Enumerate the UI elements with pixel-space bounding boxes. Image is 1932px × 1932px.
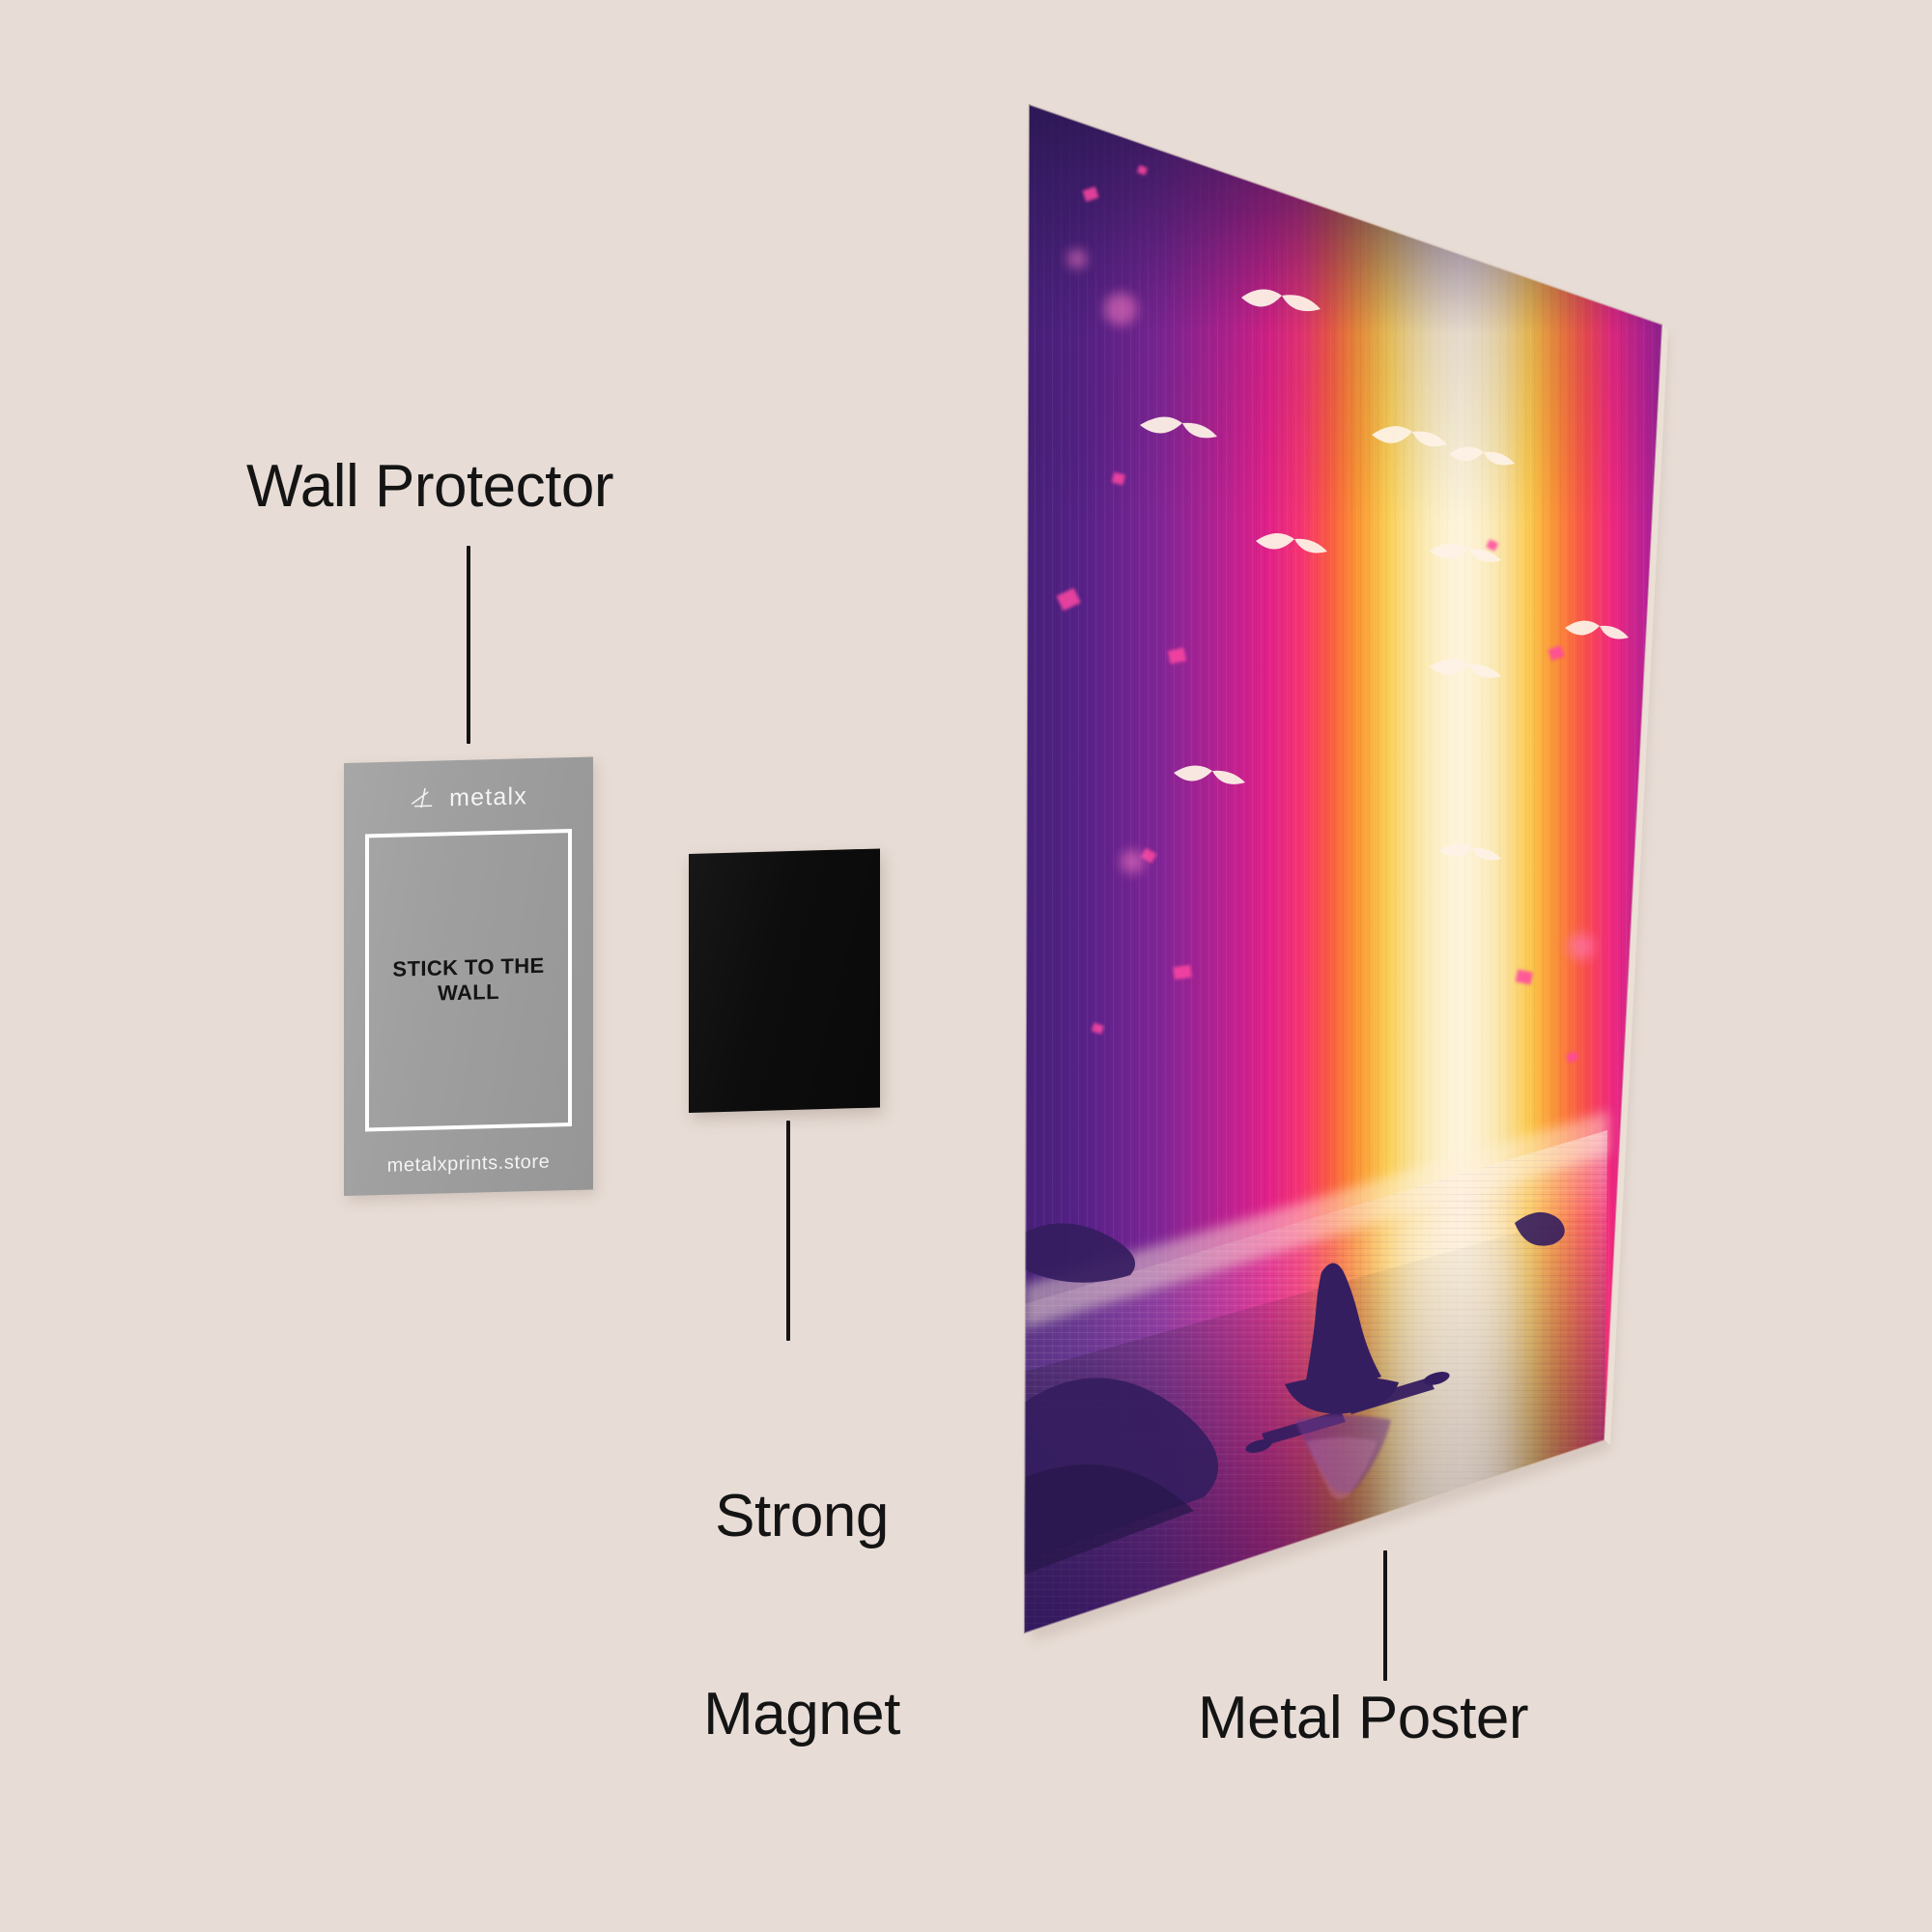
- card-website: metalxprints.store: [386, 1151, 551, 1177]
- wall-protector-card: metalx STICK TO THE WALL metalxprints.st…: [344, 756, 593, 1196]
- label-metal-poster: Metal Poster: [1198, 1685, 1529, 1751]
- brand-logo: metalx: [344, 780, 593, 815]
- magnet-sheen: [689, 848, 880, 1113]
- label-strong-magnet-line1: Strong: [715, 1483, 889, 1550]
- metalx-cross-icon: [412, 787, 433, 809]
- leader-line-strong-magnet: [786, 1121, 790, 1341]
- card-inner-frame: STICK TO THE WALL: [365, 829, 572, 1132]
- leader-line-metal-poster: [1383, 1550, 1387, 1681]
- label-strong-magnet: Strong Magnet: [676, 1352, 927, 1880]
- strong-magnet-square: [689, 848, 880, 1113]
- leader-line-wall-protector: [467, 546, 470, 744]
- label-wall-protector: Wall Protector: [246, 453, 614, 520]
- brand-wordmark: metalx: [449, 781, 527, 811]
- label-strong-magnet-line2: Magnet: [703, 1680, 900, 1747]
- card-headline: STICK TO THE WALL: [392, 952, 545, 1006]
